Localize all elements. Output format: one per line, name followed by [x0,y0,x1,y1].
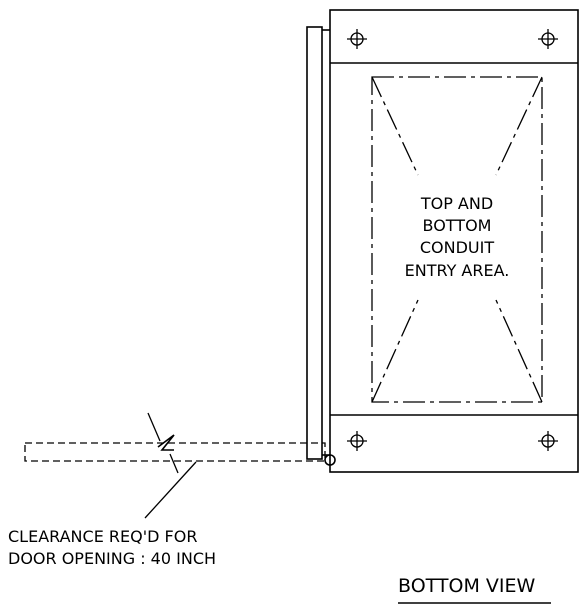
break-line-upper [147,412,161,442]
door-opening-clearance [24,412,326,519]
view-title: BOTTOM VIEW [398,575,536,597]
leader-line [144,461,197,519]
open-door-outline [24,442,326,462]
crosshair-circle-icon [347,29,367,49]
hinge-circle-icon [324,454,336,466]
clearance-note-line2: DOOR OPENING : 40 INCH [8,549,216,568]
entry-area-boundary [371,76,543,403]
clearance-note-line1: CLEARANCE REQ'D FOR [8,527,197,546]
crosshair-circle-icon [538,29,558,49]
entry-area-label-line4: ENTRY AREA. [405,261,510,280]
cabinet-body [329,9,579,473]
conduit-entry-area: TOP AND BOTTOM CONDUIT ENTRY AREA. [371,76,543,403]
crosshair-circle-icon [538,431,558,451]
diagonal-bottom-right [495,299,543,403]
diagonal-top-right [495,76,543,176]
door-panel [306,26,336,466]
break-line-icon [157,434,175,451]
entry-area-label-line2: BOTTOM [423,216,492,235]
crosshair-circle-icon [347,431,367,451]
entry-area-label-line1: TOP AND [420,194,493,213]
cabinet-outline [329,9,579,473]
diagonal-top-left [371,76,419,176]
door-edge [306,26,323,460]
diagonal-bottom-left [371,299,419,403]
entry-area-label-line3: CONDUIT [420,238,494,257]
break-line-lower [169,453,179,474]
